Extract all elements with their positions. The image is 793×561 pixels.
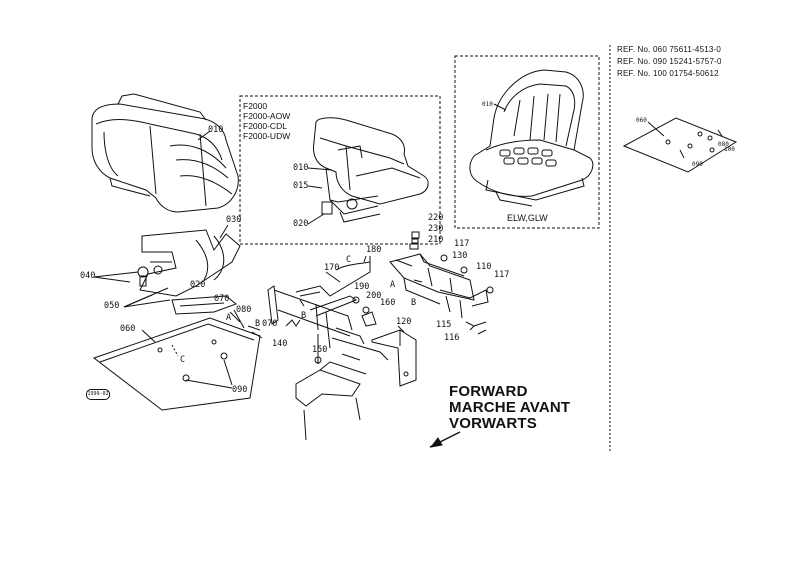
alternate-seat-illustration [469, 69, 594, 207]
seat-rail-plate-070 [171, 295, 238, 315]
inset-plate-detail [622, 117, 738, 173]
part-label: C [180, 355, 186, 365]
part-label: A [390, 280, 396, 290]
part-label: 115 [436, 320, 452, 330]
box-seat-illustration [313, 117, 429, 223]
reference-line-2: REF. No. 090 15241-5757-0 [617, 57, 722, 66]
part-label: 080 [236, 305, 252, 315]
part-label: 030 [226, 215, 242, 225]
adjust-rod-170-180 [295, 256, 371, 297]
part-label: 010 [482, 101, 493, 108]
floor-plate-060 [92, 317, 261, 411]
seat-bracket-030 [139, 229, 241, 297]
part-label: 020 [190, 280, 206, 290]
model-variant-box [239, 95, 441, 245]
part-label: 117 [494, 270, 510, 280]
part-label: 070 [214, 294, 230, 304]
diagram-code-tag: 1999-02 [86, 389, 110, 400]
slide-rail-110 [389, 253, 489, 319]
part-label: 117 [454, 239, 470, 249]
part-label: 230 [428, 224, 444, 234]
part-label: 210 [428, 235, 444, 245]
main-seat-illustration [91, 93, 239, 213]
part-label: 160 [380, 298, 396, 308]
direction-marche-avant: MARCHE AVANT [449, 399, 571, 416]
part-label: 170 [324, 263, 340, 273]
part-label: 100 [724, 146, 735, 153]
part-label: A [226, 313, 232, 323]
part-label: 150 [312, 345, 328, 355]
cover-plate-120 [371, 329, 417, 387]
part-label: B [301, 311, 307, 321]
direction-vorwarts: VORWARTS [449, 415, 537, 432]
part-label: 130 [452, 251, 468, 261]
part-label: 116 [444, 333, 460, 343]
part-label: 180 [366, 245, 382, 255]
forward-arrow [429, 431, 461, 448]
part-label: 220 [428, 213, 444, 223]
model-item: F2000 [243, 101, 268, 111]
part-label: C [346, 255, 352, 265]
reference-line-1: REF. No. 060 75611-4513-0 [617, 45, 722, 54]
part-label: 010 [208, 125, 224, 135]
part-label: 070 [262, 319, 278, 329]
part-label: 090 [232, 385, 248, 395]
model-list: F2000 F2000-AOW F2000-CDL F2000-UDW [243, 101, 290, 141]
model-item: F2000-CDL [243, 121, 287, 131]
adjust-knob-040 [137, 265, 163, 287]
part-label: 060 [120, 324, 136, 334]
part-label: 050 [104, 301, 120, 311]
part-label: 190 [354, 282, 370, 292]
part-label: 060 [636, 117, 647, 124]
model-item: F2000-UDW [243, 131, 291, 141]
knob-160 [361, 311, 377, 327]
seat-mount-frame [267, 285, 389, 441]
direction-forward: FORWARD [449, 383, 528, 400]
part-label: B [411, 298, 417, 308]
part-label: 090 [692, 161, 703, 168]
part-label: 110 [476, 262, 492, 272]
reference-line-3: REF. No. 100 01754-50612 [617, 69, 719, 78]
model-item: F2000-AOW [243, 111, 291, 121]
part-label: 200 [366, 291, 382, 301]
part-label: 040 [80, 271, 96, 281]
part-label: 015 [293, 181, 309, 191]
part-label: 020 [293, 219, 309, 229]
part-label: 120 [396, 317, 412, 327]
part-label: 080 [718, 141, 729, 148]
part-label: 010 [293, 163, 309, 173]
part-label: 140 [272, 339, 288, 349]
part-label: B [255, 319, 261, 329]
alternate-seat-caption: ELW,GLW [507, 213, 548, 223]
alternate-seat-box [454, 55, 600, 229]
